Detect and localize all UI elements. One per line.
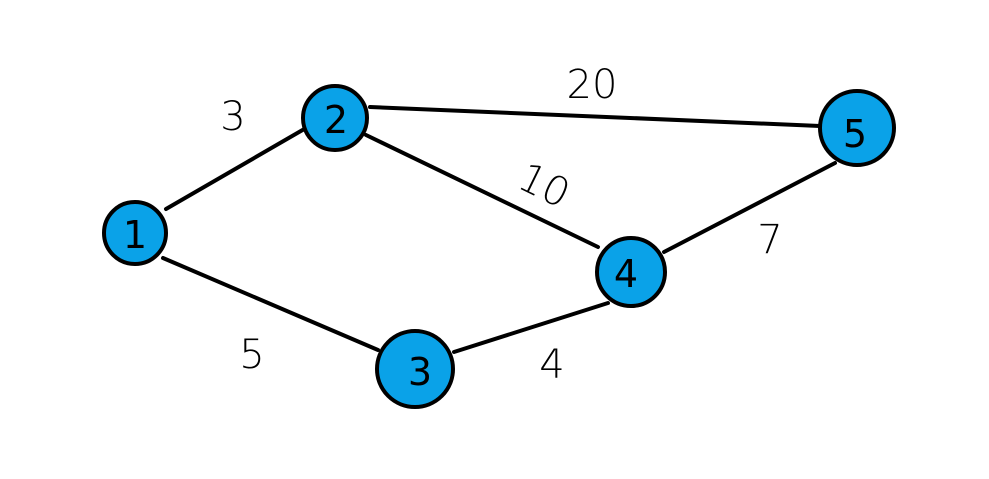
node-1-label: 1 <box>123 213 147 257</box>
edge-weight-1-3: 5 <box>239 332 264 378</box>
edge-weight-2-5: 20 <box>567 62 618 108</box>
node-5-circle <box>818 89 896 167</box>
edge-1-3 <box>161 256 380 352</box>
node-2: 2 <box>301 84 369 152</box>
edge-2-5 <box>368 105 822 128</box>
edge-weight-4-5: 7 <box>757 217 782 263</box>
node-1: 1 <box>102 200 168 266</box>
edge-weight-1-2: 3 <box>220 94 245 140</box>
nodes-layer: 1 2 3 4 5 <box>102 84 896 409</box>
node-3: 3 <box>375 329 455 409</box>
node-4-circle <box>595 236 667 308</box>
node-2-label: 2 <box>324 98 348 142</box>
edge-4-5 <box>662 161 837 254</box>
node-1-circle <box>102 200 168 266</box>
edges-layer <box>161 105 837 354</box>
edge-2-4 <box>364 133 600 249</box>
node-2-circle <box>301 84 369 152</box>
node-5: 5 <box>818 89 896 167</box>
node-4-label: 4 <box>614 252 638 296</box>
edge-1-2 <box>164 126 308 211</box>
edge-weight-3-4: 4 <box>539 342 564 388</box>
edge-3-4 <box>452 301 610 354</box>
node-4: 4 <box>595 236 667 308</box>
node-3-label: 3 <box>408 350 432 394</box>
node-3-circle <box>375 329 455 409</box>
node-5-label: 5 <box>843 112 867 156</box>
